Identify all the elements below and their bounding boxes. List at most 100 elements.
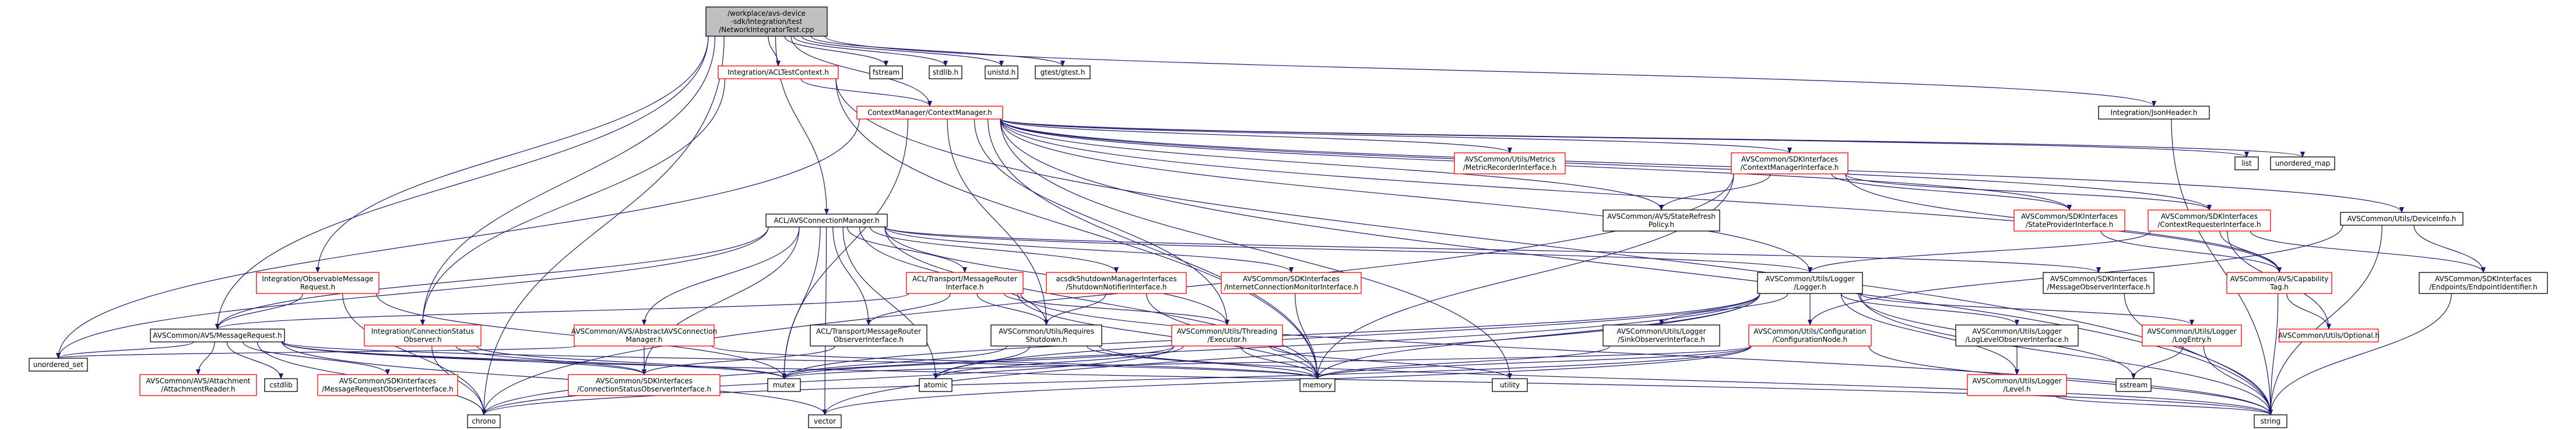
node-abstractconn[interactable]: AVSCommon/AVS/AbstractAVSConnectionManag… xyxy=(571,324,717,347)
edge-msgrequest-to-unordered_set xyxy=(56,341,194,359)
node-sstream[interactable]: sstream xyxy=(2115,378,2152,392)
node-box xyxy=(1757,272,1863,294)
node-msgrequest[interactable]: AVSCommon/AVS/MessageRequest.h xyxy=(150,328,285,342)
edge-ctxmgr-to-ctxmgrif xyxy=(1000,118,1792,153)
node-memory[interactable]: memory xyxy=(1299,378,1336,392)
node-ctxmgr[interactable]: ContextManager/ContextManager.h xyxy=(856,106,1003,120)
node-inetconn[interactable]: AVSCommon/SDKInterfaces/InternetConnecti… xyxy=(1221,272,1362,294)
node-box xyxy=(808,414,842,428)
node-metrics[interactable]: AVSCommon/Utils/Metrics/MetricRecorderIn… xyxy=(1454,152,1566,174)
edge-logger-to-string xyxy=(1860,293,2273,415)
node-box xyxy=(1035,65,1091,79)
node-label: /LogEntry.h xyxy=(2172,335,2211,344)
node-unordered_set[interactable]: unordered_set xyxy=(29,358,88,372)
node-deviceinfo[interactable]: AVSCommon/Utils/DeviceInfo.h xyxy=(2340,212,2463,226)
node-label: /SinkObserverInterface.h xyxy=(1618,335,1705,344)
node-stateprov[interactable]: AVSCommon/SDKInterfaces/StateProviderInt… xyxy=(2013,209,2125,232)
node-label: /MessageObserverInterface.h xyxy=(2047,283,2150,291)
edge xyxy=(2054,395,2273,415)
node-ctxreq[interactable]: AVSCommon/SDKInterfaces/ContextRequester… xyxy=(2148,209,2271,232)
edge-logentry-to-sstream xyxy=(2131,345,2184,379)
node-box xyxy=(2013,209,2125,232)
node-logger[interactable]: AVSCommon/Utils/Logger/Logger.h xyxy=(1757,272,1863,294)
node-logentry[interactable]: AVSCommon/Utils/Logger/LogEntry.h xyxy=(2142,324,2242,347)
edge xyxy=(642,226,800,375)
node-label: AVSCommon/SDKInterfaces xyxy=(2161,212,2258,221)
edge xyxy=(2268,225,2382,415)
edge xyxy=(2286,293,2331,330)
node-utility[interactable]: utility xyxy=(1492,378,1528,392)
node-label: AVSCommon/SDKInterfaces xyxy=(2050,275,2147,283)
node-chrono[interactable]: chrono xyxy=(467,414,501,428)
node-shutdownnotif[interactable]: acsdkShutdownManagerInterfaces/ShutdownN… xyxy=(1046,272,1187,294)
node-gtest[interactable]: gtest/gtest.h xyxy=(1035,65,1091,79)
node-aclconn[interactable]: ACL/AVSConnectionManager.h xyxy=(765,214,888,228)
edge xyxy=(282,341,827,415)
edge xyxy=(1315,345,1752,379)
node-confignode[interactable]: AVSCommon/Utils/Configuration/Configurat… xyxy=(1748,324,1872,347)
edge xyxy=(884,226,1812,273)
edge-aclconn-to-memory xyxy=(884,226,1320,379)
node-msgobs[interactable]: AVSCommon/SDKInterfaces/MessageObserverI… xyxy=(2043,272,2155,294)
node-attachment[interactable]: AVSCommon/AVS/Attachment/AttachmentReade… xyxy=(139,374,257,396)
edge xyxy=(243,341,390,375)
node-root[interactable]: /workplace/avs-device-sdk/Integration/te… xyxy=(705,6,828,37)
node-acltest[interactable]: Integration/ACLTestContext.h xyxy=(718,65,839,79)
edge xyxy=(1840,293,2019,375)
node-label: /LogLevelObserverInterface.h xyxy=(1965,335,2068,344)
node-msgreqobs[interactable]: AVSCommon/SDKInterfaces/MessageRequestOb… xyxy=(317,374,458,396)
node-executor[interactable]: AVSCommon/Utils/Threading/Executor.h xyxy=(1171,324,1283,347)
node-endpointid[interactable]: AVSCommon/SDKInterfaces/Endpoints/Endpoi… xyxy=(2419,272,2548,294)
edge-aclconn-to-inetconn xyxy=(884,226,1294,273)
node-vector[interactable]: vector xyxy=(808,414,842,428)
edge xyxy=(869,226,1119,273)
node-label: /Level.h xyxy=(2003,385,2030,393)
edge-reqshutdown-to-string xyxy=(1099,345,2273,415)
node-unistd[interactable]: unistd.h xyxy=(985,65,1018,79)
node-atomic[interactable]: atomic xyxy=(919,378,953,392)
node-sinkobs[interactable]: AVSCommon/Utils/Logger/SinkObserverInter… xyxy=(1602,324,1720,347)
node-jsonheader[interactable]: Integration/JsonHeader.h xyxy=(2098,106,2210,120)
edge-root-to-obsmsg xyxy=(315,36,709,273)
node-fstream[interactable]: fstream xyxy=(869,65,903,79)
node-box xyxy=(718,65,839,79)
edge xyxy=(2203,345,2273,415)
node-connstatusobs[interactable]: Integration/ConnectionStatusObserver.h xyxy=(364,324,482,347)
node-label: chrono xyxy=(472,417,495,425)
node-box xyxy=(568,374,721,396)
node-loglevelobs[interactable]: AVSCommon/Utils/Logger/LogLevelObserverI… xyxy=(1955,324,2079,347)
node-ctxmgrif[interactable]: AVSCommon/SDKInterfaces/ContextManagerIn… xyxy=(1731,152,1848,174)
node-box xyxy=(869,65,903,79)
node-mutex[interactable]: mutex xyxy=(767,378,801,392)
edge xyxy=(1808,230,2151,273)
node-box xyxy=(1221,272,1362,294)
edge-ctxmgr-to-capability xyxy=(1000,118,2282,273)
node-loglevel[interactable]: AVSCommon/Utils/Logger/Level.h xyxy=(1967,374,2067,396)
node-box xyxy=(29,358,88,372)
node-stdlib[interactable]: stdlib.h xyxy=(929,65,962,79)
node-unordered_map[interactable]: unordered_map xyxy=(2270,156,2335,170)
node-label: /workplace/avs-device xyxy=(728,9,806,18)
node-optional[interactable]: AVSCommon/Utils/Optional.h xyxy=(2278,328,2380,342)
edge xyxy=(711,345,1320,379)
node-label: AVSCommon/AVS/MessageRequest.h xyxy=(153,331,282,340)
edge xyxy=(420,36,716,326)
node-box xyxy=(264,378,298,392)
edge-logger-to-loglevel xyxy=(1840,293,2019,375)
edge-capability-to-optional xyxy=(2286,293,2331,330)
node-string[interactable]: string xyxy=(2254,414,2287,428)
edge xyxy=(282,341,786,379)
edge xyxy=(2100,230,2282,273)
node-connstatusobsif[interactable]: AVSCommon/SDKInterfaces/ConnectionStatus… xyxy=(568,374,721,396)
node-cstdlib[interactable]: cstdlib xyxy=(264,378,298,392)
edge-ctxmgrif-to-ctxreq xyxy=(1845,173,2212,211)
node-routerobs[interactable]: ACL/Transport/MessageRouterObserverInter… xyxy=(810,324,927,347)
node-label: AVSCommon/Utils/Threading xyxy=(1177,327,1277,335)
node-label: AVSCommon/SDKInterfaces xyxy=(1243,275,1340,283)
node-list[interactable]: list xyxy=(2234,156,2259,170)
